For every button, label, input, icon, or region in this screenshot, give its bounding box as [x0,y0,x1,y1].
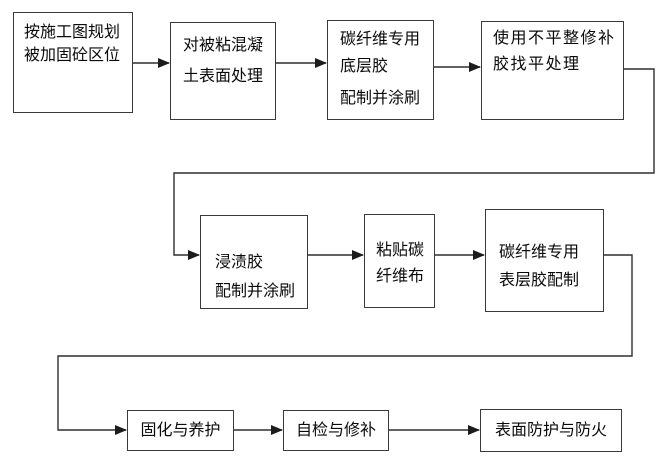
node-text-line: 配制并涂刷 [215,283,296,300]
flow-node-plan-reinforced-zones: 按施工图规划 被加固砼区位 [13,12,133,113]
flow-node-paste-carbon-fiber: 粘贴碳 纤维布 [364,214,435,308]
node-text-line: 碳纤维专用 [340,31,421,48]
node-text-line: 配制并涂刷 [340,90,421,107]
flow-node-concrete-surface-treat: 对被粘混凝 土表面处理 [170,22,276,120]
flow-node-curing-maintenance: 固化与养护 [127,410,234,451]
flow-node-top-coat-adhesive: 碳纤维专用 表层胶配制 [485,209,604,312]
node-text-line: 按施工图规划 [24,24,121,41]
node-text-line: 使用不平整修补 [493,30,616,47]
node-text-line: 浸渍胶 [215,254,264,271]
node-text-line: 粘贴碳 [376,242,425,259]
flow-node-surface-fire-protection: 表面防护与防火 [480,409,622,452]
node-text-line: 被加固砼区位 [24,47,121,64]
node-text-line: 固化与养护 [140,422,221,439]
node-text-line: 胶找平处理 [493,56,581,73]
node-text-line: 自检与修补 [295,422,376,439]
node-text-line: 表面防护与防火 [494,422,607,439]
flow-node-primer-adhesive: 碳纤维专用 底层胶 配制并涂刷 [327,20,434,120]
node-text-line: 对被粘混凝 [183,37,264,54]
flow-node-leveling-repair: 使用不平整修补 胶找平处理 [481,21,624,120]
node-text-line: 表层胶配制 [499,272,580,289]
node-text-line: 底层胶 [340,58,389,75]
node-text-line: 碳纤维专用 [499,244,580,261]
node-text-line: 纤维布 [376,268,425,285]
flow-node-self-check-repair: 自检与修补 [283,410,389,451]
node-text-line: 土表面处理 [183,68,264,85]
flow-node-impregnating-adhesive: 浸渍胶 配制并涂刷 [200,215,308,309]
